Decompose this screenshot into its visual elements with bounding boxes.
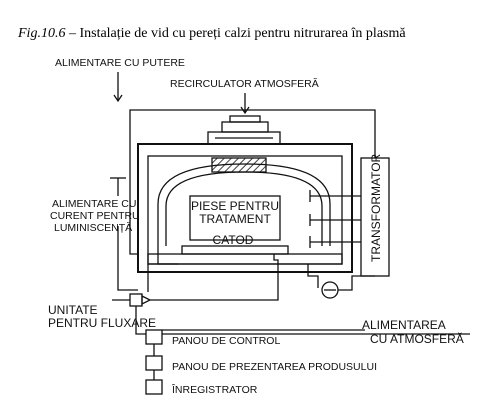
figure-caption: Fig.10.6 – Instalație de vid cu pereți c… xyxy=(17,26,406,41)
atmosphere-feed-label-line2: CU ATMOSFERĂ xyxy=(370,331,464,346)
workpieces-label-line2: TRATAMENT xyxy=(199,212,271,226)
product-panel-label: PANOU DE PREZENTAREA PRODUSULUI xyxy=(172,361,377,373)
inner-conductor xyxy=(157,246,178,265)
recorder-box xyxy=(145,379,163,395)
power-supply-label: ALIMENTARE CU PUTERE xyxy=(55,57,185,69)
workpieces-label-line1: PIESE PENTRU xyxy=(191,199,279,213)
recorder-label: ÎNREGISTRATOR xyxy=(171,383,258,396)
glow-supply-line xyxy=(117,226,138,291)
flow-to-control-line xyxy=(135,306,146,335)
recirculation-loop xyxy=(129,109,376,240)
transformer-label: TRANSFORMATOR xyxy=(369,153,383,262)
recirculator-arrow xyxy=(240,93,250,115)
product-panel-box xyxy=(145,355,163,371)
flow-unit-label-line2: PENTRU FLUXARE xyxy=(48,316,156,330)
recirculator-fan xyxy=(207,115,281,145)
vacuum-vessel-outer xyxy=(137,143,353,273)
glow-supply-label-line3: LUMINISCENȚĂ xyxy=(54,221,132,234)
gas-return-line xyxy=(150,254,279,301)
workpieces-box xyxy=(189,195,281,241)
cathode-plate xyxy=(181,245,289,255)
figure-title: – Instalație de vid cu pereți calzi pent… xyxy=(65,26,406,41)
control-panel-box xyxy=(145,329,163,345)
vacuum-pump xyxy=(307,264,375,299)
control-panel-label: PANOU DE CONTROL xyxy=(172,335,280,347)
figure-number: Fig.10.6 xyxy=(17,26,65,41)
glow-supply-label-line1: ALIMENTARE CU xyxy=(52,198,136,210)
power-supply-arrow xyxy=(113,72,123,103)
heating-element xyxy=(211,157,267,173)
cathode-hearth xyxy=(147,253,343,265)
glow-supply-label-line2: CURENT PENTRU xyxy=(50,210,140,222)
atmosphere-feed-label-line1: ALIMENTAREA xyxy=(362,318,446,332)
flow-unit-label-line1: UNITATE xyxy=(48,303,98,317)
flow-unit-valve xyxy=(112,293,152,307)
transformer-lines xyxy=(309,190,361,248)
recirculator-label: RECIRCULATOR ATMOSFERĂ xyxy=(170,77,319,90)
cathode-label: CATOD xyxy=(213,233,254,247)
supply-to-vessel xyxy=(129,240,138,255)
